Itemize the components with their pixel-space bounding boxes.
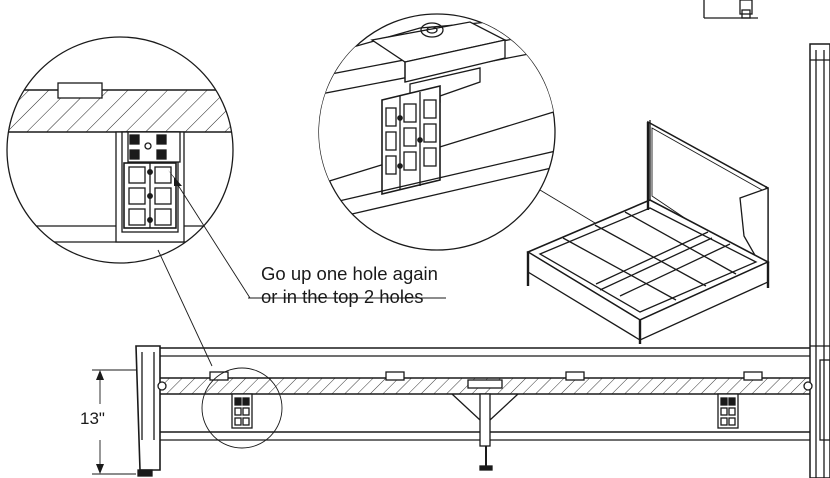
height-dimension xyxy=(92,369,136,475)
corner-foot-fragment xyxy=(703,0,758,19)
bed-side-elevation xyxy=(135,345,813,477)
bed-isometric-view xyxy=(526,120,770,344)
leader-line xyxy=(175,181,251,299)
callout-line-1: Go up one hole again xyxy=(261,263,438,284)
instruction-callout: Go up one hole again or in the top 2 hol… xyxy=(261,262,438,308)
zoom-circle-left xyxy=(6,36,234,264)
zoom-circle-right xyxy=(318,13,556,251)
height-dimension-label: 13" xyxy=(80,409,105,428)
callout-line-2: or in the top 2 holes xyxy=(261,286,424,307)
headboard-side-view xyxy=(809,43,830,478)
